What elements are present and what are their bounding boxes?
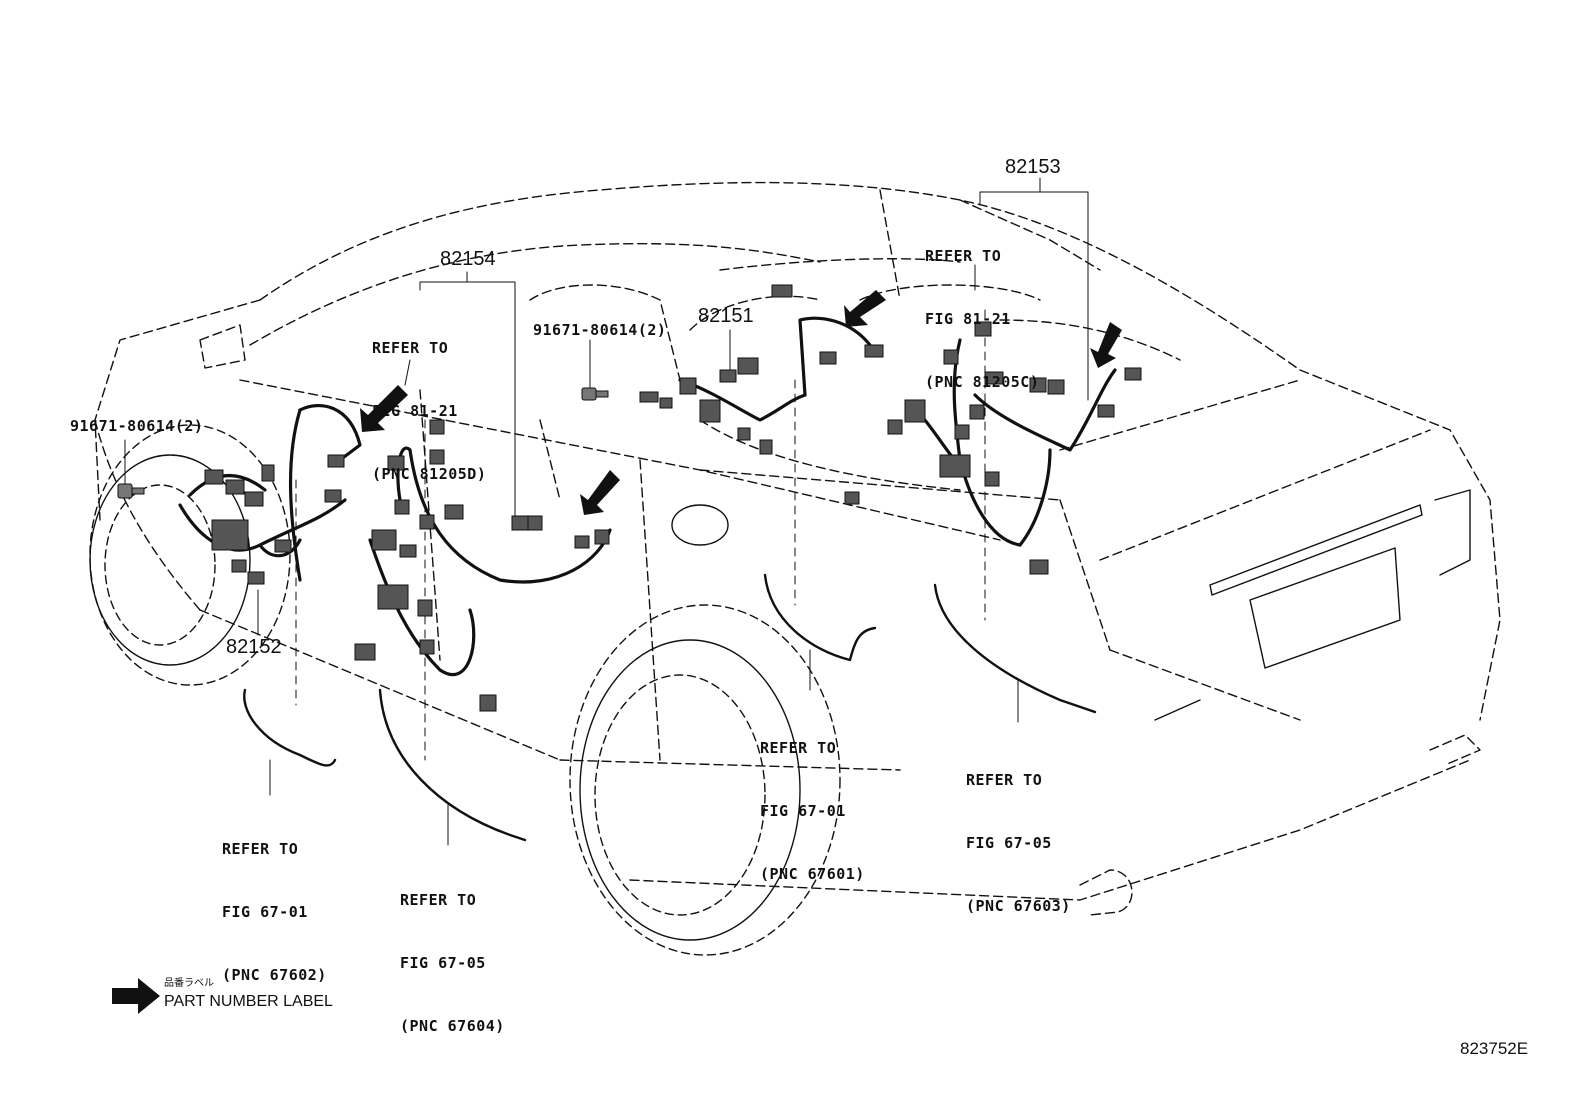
bolt-icons bbox=[117, 387, 609, 499]
reference-callout-fig-67-05-a: REFER TO FIG 67-05 (PNC 67603) bbox=[966, 728, 1071, 959]
part-number-82154: 82154 bbox=[440, 248, 496, 270]
car-body-outline bbox=[94, 181, 1501, 916]
callout-line: (PNC 67604) bbox=[400, 1017, 505, 1035]
callout-line: FIG 67-05 bbox=[966, 834, 1052, 852]
front-wheel bbox=[89, 424, 291, 686]
callout-line: REFER TO bbox=[925, 247, 1002, 265]
figure-id: 823752E bbox=[1460, 1039, 1529, 1058]
reference-callout-fig-81-21-c: REFER TO FIG 81-21 (PNC 81205C) bbox=[925, 204, 1039, 435]
reference-callout-fig-67-05-b: REFER TO FIG 67-05 (PNC 67604) bbox=[400, 848, 505, 1079]
part-number-82151: 82151 bbox=[698, 305, 754, 327]
part-number-82152: 82152 bbox=[226, 636, 282, 658]
label-leaders bbox=[124, 177, 1089, 846]
arrow-icon bbox=[1090, 322, 1122, 368]
callout-line: (PNC 67603) bbox=[966, 897, 1071, 915]
arrow-icon bbox=[580, 470, 620, 515]
callout-line: REFER TO bbox=[372, 339, 449, 357]
callout-line: (PNC 81205C) bbox=[925, 373, 1040, 391]
arrow-right-icon bbox=[112, 978, 160, 1014]
legend-japanese-label: 品番ラベル bbox=[164, 978, 214, 989]
callout-line: (PNC 67602) bbox=[222, 966, 327, 984]
callout-line: FIG 81-21 bbox=[372, 402, 458, 420]
reference-callout-fig-67-01-a: REFER TO FIG 67-01 (PNC 67601) bbox=[760, 696, 865, 927]
reference-callout-fig-81-21-d: REFER TO FIG 81-21 (PNC 81205D) bbox=[372, 296, 486, 527]
callout-line: (PNC 81205D) bbox=[372, 465, 487, 483]
callout-line: FIG 67-01 bbox=[760, 802, 846, 820]
bolt-part-number-left: 91671-80614(2) bbox=[70, 417, 204, 435]
door-harness-pieces bbox=[243, 573, 1097, 842]
callout-line: (PNC 67601) bbox=[760, 865, 865, 883]
callout-line: REFER TO bbox=[966, 771, 1043, 789]
callout-line: FIG 81-21 bbox=[925, 310, 1011, 328]
callout-line: REFER TO bbox=[222, 840, 299, 858]
callout-line: REFER TO bbox=[760, 739, 837, 757]
part-number-82153: 82153 bbox=[1005, 156, 1061, 178]
arrow-icon bbox=[844, 290, 886, 327]
callout-line: FIG 67-05 bbox=[400, 954, 486, 972]
legend-label: PART NUMBER LABEL bbox=[164, 993, 333, 1010]
rear-details bbox=[671, 489, 1471, 721]
bolt-part-number-center: 91671-80614(2) bbox=[533, 321, 667, 339]
callout-line: REFER TO bbox=[400, 891, 477, 909]
harness-82151 bbox=[678, 316, 872, 422]
connectors bbox=[204, 284, 1142, 712]
harness-82152 bbox=[178, 474, 347, 558]
part-number-label-arrows bbox=[360, 290, 1122, 515]
arrow-icon bbox=[360, 385, 408, 432]
rear-wheel bbox=[569, 604, 841, 956]
leader-lines bbox=[295, 309, 986, 761]
callout-line: FIG 67-01 bbox=[222, 903, 308, 921]
reference-callout-fig-67-01-b: REFER TO FIG 67-01 (PNC 67602) bbox=[222, 797, 327, 1028]
